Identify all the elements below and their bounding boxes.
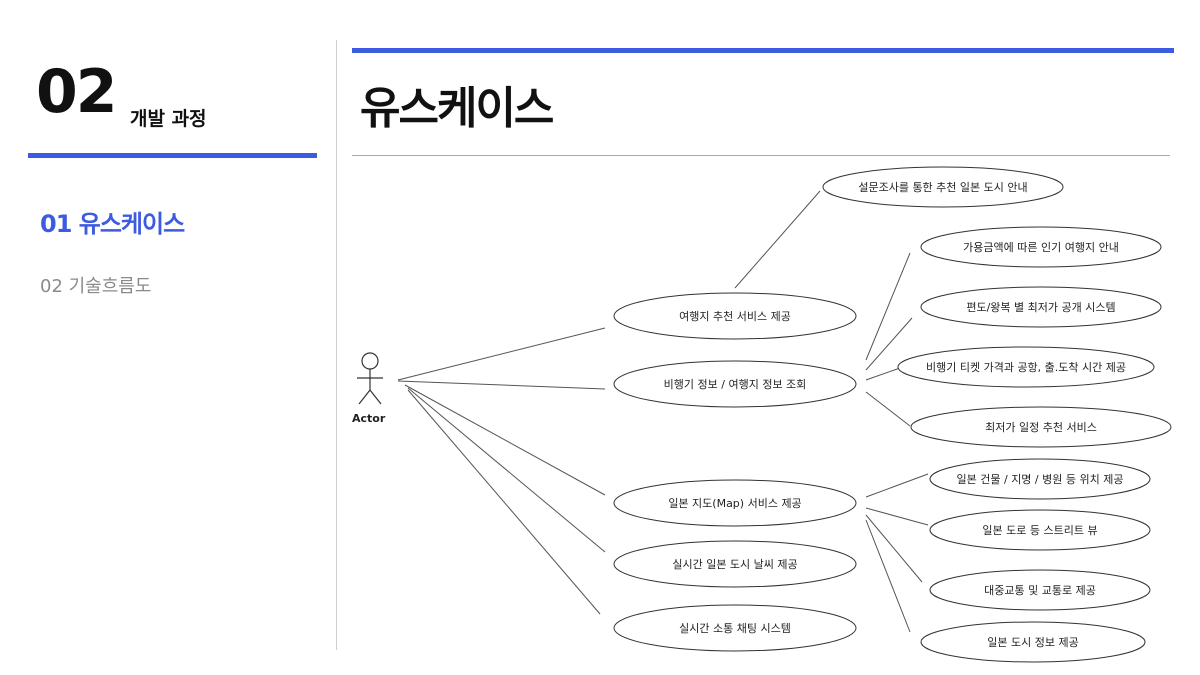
association-line [404, 384, 606, 496]
use-case-map-service[interactable]: 일본 지도(Map) 서비스 제공 [613, 479, 857, 527]
actor-figure [357, 352, 383, 405]
use-case-label: 실시간 소통 채팅 시스템 [679, 622, 791, 635]
use-case-label: 일본 지도(Map) 서비스 제공 [668, 496, 801, 510]
association-line [407, 389, 601, 615]
use-case-label: 편도/왕복 별 최저가 공개 시스템 [966, 301, 1115, 314]
use-case-travel-recommend[interactable]: 여행지 추천 서비스 제공 [613, 292, 857, 340]
section-number: 02 [36, 57, 117, 127]
sidebar-item-usecase[interactable]: 01 유스케이스 [40, 210, 185, 238]
association-line [734, 190, 821, 289]
association-line [865, 391, 911, 427]
association-line [865, 252, 911, 361]
sub-use-case-city-info[interactable]: 일본 도시 정보 제공 [920, 621, 1146, 663]
actor-label: Actor [352, 412, 386, 425]
association-line [865, 473, 929, 498]
use-case-label: 일본 건물 / 지명 / 병원 등 위치 제공 [957, 472, 1124, 486]
use-case-label: 가용금액에 따른 인기 여행지 안내 [963, 241, 1119, 254]
sidebar-item-tech-flow[interactable]: 02 기술흐름도 [40, 276, 152, 297]
sidebar-divider [28, 153, 317, 158]
use-case-label: 비행기 티켓 가격과 공항, 출.도착 시간 제공 [926, 361, 1126, 374]
vertical-divider [336, 40, 337, 650]
use-case-label: 설문조사를 통한 추천 일본 도시 안내 [858, 180, 1027, 194]
use-case-label: 일본 도시 정보 제공 [987, 635, 1078, 649]
sub-use-case-cheapest-schedule[interactable]: 최저가 일정 추천 서비스 [910, 406, 1172, 448]
sub-use-case-transit[interactable]: 대중교통 및 교통로 제공 [929, 569, 1151, 611]
association-line [397, 327, 606, 381]
title-accent-bar [352, 48, 1174, 53]
sub-use-case-lowest-fare[interactable]: 편도/왕복 별 최저가 공개 시스템 [920, 286, 1162, 328]
title-underline [352, 155, 1170, 156]
use-case-label: 실시간 일본 도시 날씨 제공 [672, 557, 797, 571]
sub-use-case-survey[interactable]: 설문조사를 통한 추천 일본 도시 안내 [822, 166, 1064, 208]
association-line [865, 519, 911, 633]
association-line [397, 380, 606, 390]
sub-use-case-budget[interactable]: 가용금액에 따른 인기 여행지 안내 [920, 226, 1162, 268]
use-case-flight-info[interactable]: 비행기 정보 / 여행지 정보 조회 [613, 360, 857, 408]
association-line [865, 507, 929, 526]
use-case-weather[interactable]: 실시간 일본 도시 날씨 제공 [613, 540, 857, 588]
association-line [865, 367, 901, 381]
use-case-label: 대중교통 및 교통로 제공 [984, 584, 1096, 597]
sub-use-case-street-view[interactable]: 일본 도로 등 스트리트 뷰 [929, 509, 1151, 551]
page-title: 유스케이스 [360, 83, 554, 134]
use-case-label: 최저가 일정 추천 서비스 [985, 420, 1097, 434]
use-case-label: 비행기 정보 / 여행지 정보 조회 [664, 378, 807, 391]
use-case-label: 일본 도로 등 스트리트 뷰 [982, 523, 1097, 537]
association-line [407, 387, 606, 553]
use-case-label: 여행지 추천 서비스 제공 [679, 309, 791, 323]
section-title: 개발 과정 [130, 108, 207, 130]
use-case-chat[interactable]: 실시간 소통 채팅 시스템 [613, 604, 857, 652]
association-line [865, 317, 913, 371]
sub-use-case-ticket-price[interactable]: 비행기 티켓 가격과 공항, 출.도착 시간 제공 [897, 346, 1155, 388]
sub-use-case-location[interactable]: 일본 건물 / 지명 / 병원 등 위치 제공 [929, 458, 1151, 500]
association-line [865, 514, 923, 583]
